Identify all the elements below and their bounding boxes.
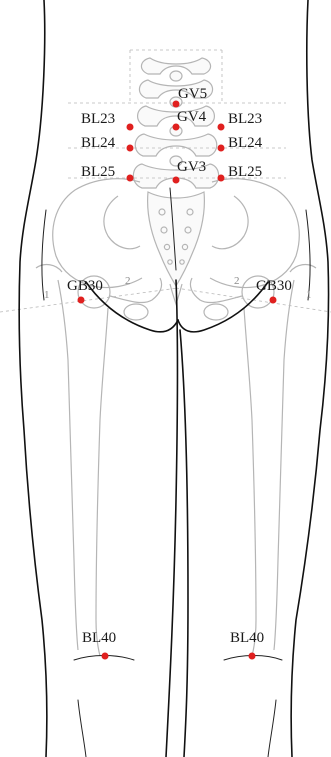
left-torso-outline	[19, 0, 47, 757]
acupoint-bl40-left	[102, 653, 109, 660]
acupoint-bl23-right	[218, 124, 225, 131]
acupoint-gb30-left	[78, 297, 85, 304]
right-obturator	[204, 304, 228, 320]
right-ilium	[210, 179, 299, 288]
acupoint-labels: GV5 GV4 GV3 BL23 BL23 BL24 BL24 BL25 BL2…	[67, 86, 292, 646]
right-femur-medial	[244, 308, 256, 656]
label-bl40-right: BL40	[230, 630, 264, 646]
label-gv5: GV5	[178, 86, 207, 102]
acupoint-bl25-right	[218, 175, 225, 182]
right-waist-shadow	[306, 210, 310, 300]
acupoint-bl24-left	[127, 145, 134, 152]
marker-left-1: 1	[44, 289, 50, 301]
acupoint-gb30-right	[270, 297, 277, 304]
marker-right-1: 1	[306, 289, 312, 301]
vertebra-l4	[135, 134, 217, 156]
label-bl40-left: BL40	[82, 630, 116, 646]
left-femur	[58, 280, 78, 650]
right-femur	[274, 280, 294, 650]
sacrum	[148, 192, 205, 286]
right-greater-trochanter	[290, 265, 316, 272]
label-bl24-right: BL24	[228, 135, 263, 151]
left-ilium	[53, 179, 142, 288]
acupoint-gv3	[173, 177, 180, 184]
right-calf-line	[268, 700, 276, 757]
label-bl23-right: BL23	[228, 111, 262, 127]
label-bl25-left: BL25	[81, 164, 115, 180]
spinous-process	[170, 71, 182, 81]
acupoint-bl25-left	[127, 175, 134, 182]
marker-right-2: 2	[234, 275, 240, 287]
marker-left-2: 2	[125, 275, 131, 287]
left-calf-line	[78, 700, 86, 757]
label-bl24-left: BL24	[81, 135, 116, 151]
left-obturator	[124, 304, 148, 320]
label-gb30-right: GB30	[256, 278, 292, 294]
left-waist-shadow	[42, 210, 46, 300]
label-gv4: GV4	[177, 109, 207, 125]
acupoint-gv5	[173, 101, 180, 108]
gluteal-cleft	[166, 280, 178, 757]
left-greater-trochanter	[36, 265, 62, 272]
acupoint-gv4	[173, 124, 180, 131]
right-torso-outline	[291, 0, 328, 757]
right-ilium-inner	[212, 196, 248, 249]
knee-creases	[74, 656, 282, 757]
label-bl25-right: BL25	[228, 164, 262, 180]
left-femur-medial	[96, 308, 108, 656]
acupoint-bl24-right	[218, 145, 225, 152]
label-gb30-left: GB30	[67, 278, 103, 294]
left-ilium-inner	[104, 196, 140, 249]
acupoint-bl23-left	[127, 124, 134, 131]
inner-thigh-right	[180, 330, 188, 757]
label-gv3: GV3	[177, 159, 206, 175]
label-bl23-left: BL23	[81, 111, 115, 127]
acupoint-bl40-right	[249, 653, 256, 660]
